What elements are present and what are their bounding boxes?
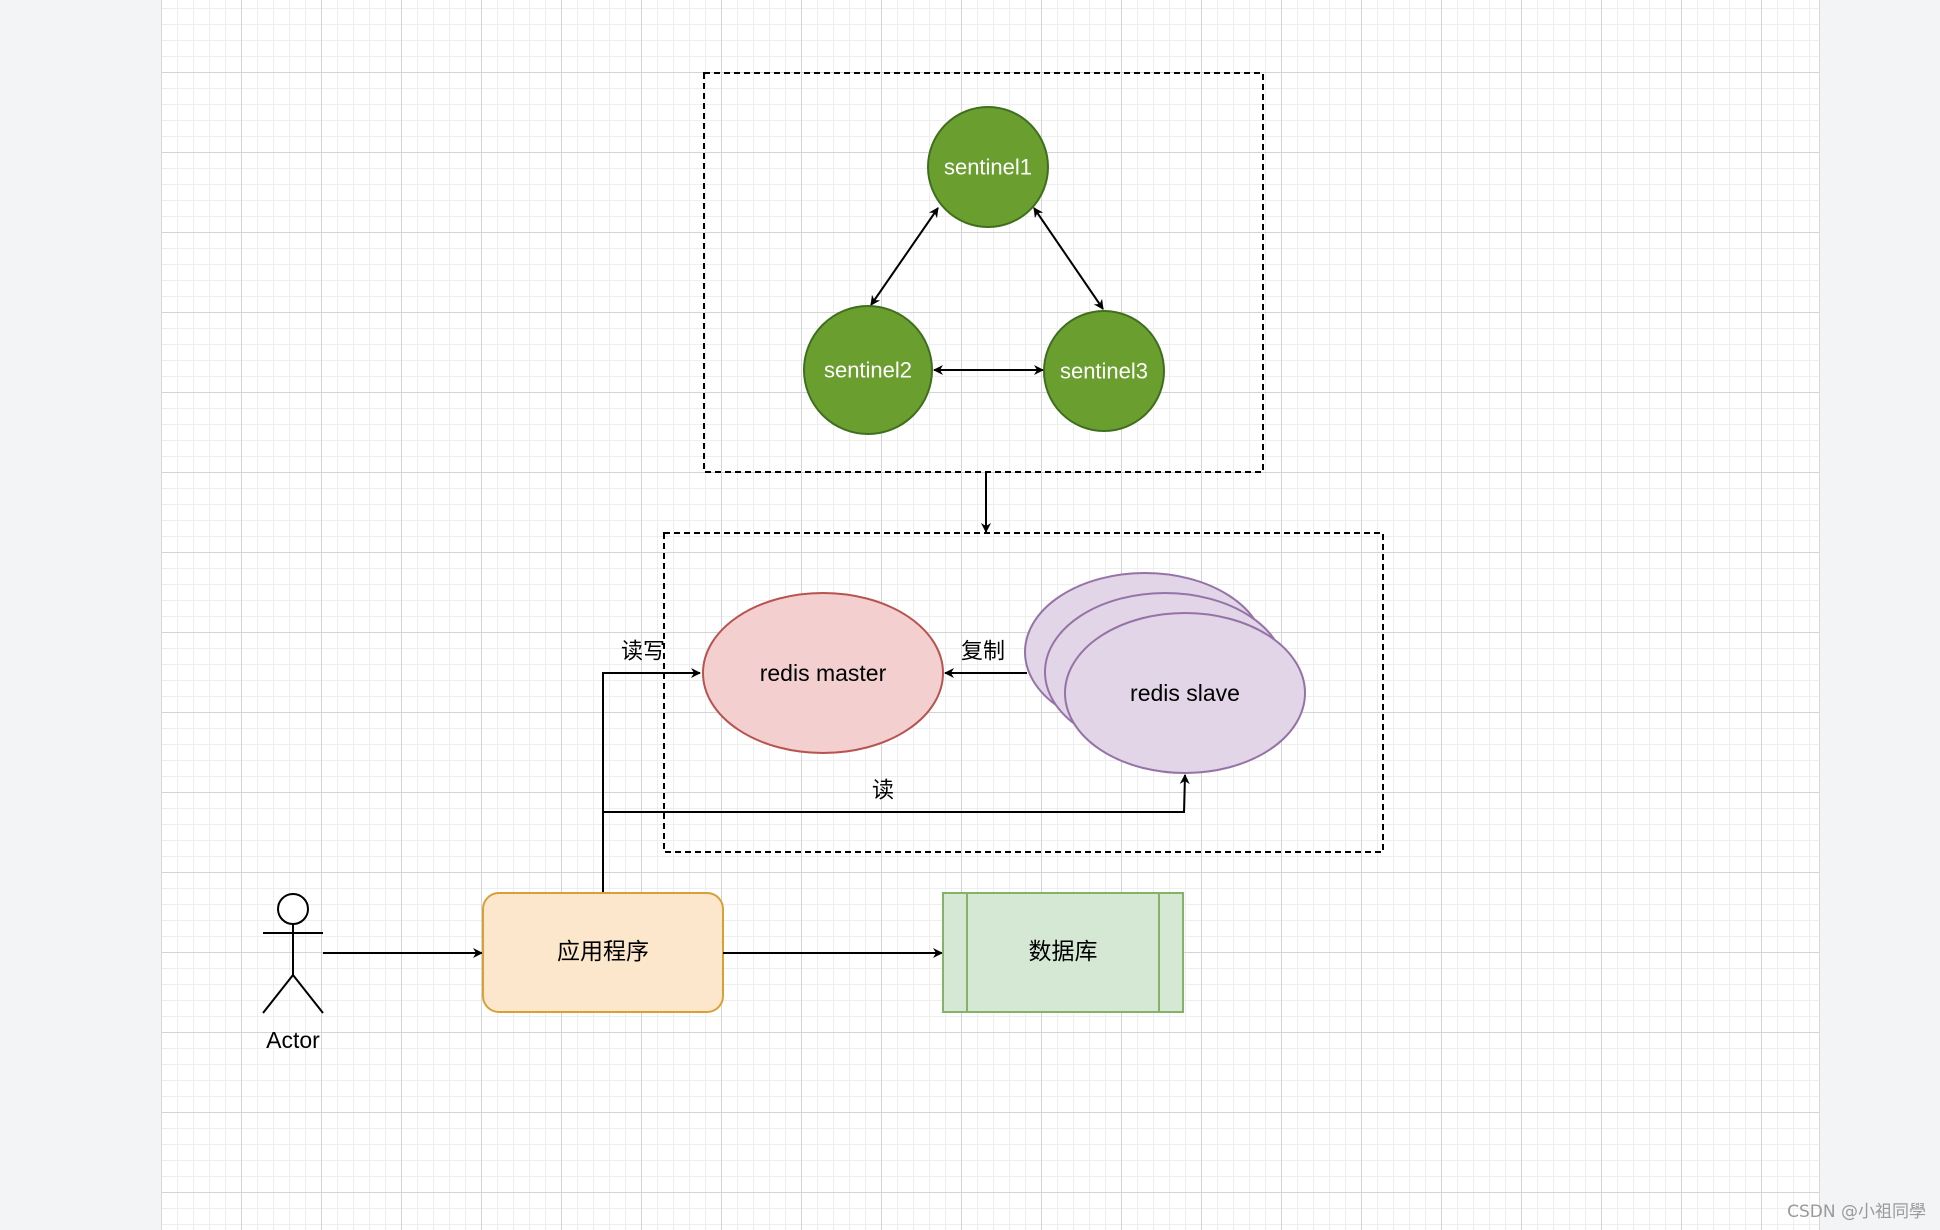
actor-head <box>277 893 309 925</box>
actor-node[interactable]: Actor <box>262 893 324 1053</box>
sentinel2-label: sentinel2 <box>824 358 912 383</box>
redis-slave-label: redis slave <box>1130 680 1240 706</box>
sentinel1-label: sentinel1 <box>944 155 1032 180</box>
actor-label: Actor <box>266 1027 320 1053</box>
edge-read-label: 读 <box>872 779 894 804</box>
redis-slave-node[interactable]: redis slave <box>1024 572 1306 774</box>
edge-read-write-label: 读写 <box>621 640 665 665</box>
sentinel2-node[interactable]: sentinel2 <box>803 305 933 435</box>
sentinel3-label: sentinel3 <box>1060 359 1148 384</box>
edge-read-write[interactable] <box>602 668 701 892</box>
edge-sentinel1-sentinel2[interactable] <box>870 207 939 306</box>
application-label: 应用程序 <box>557 939 649 965</box>
redis-master-label: redis master <box>760 660 887 686</box>
watermark: CSDN @小祖同學 <box>1787 1202 1926 1222</box>
sentinel1-node[interactable]: sentinel1 <box>927 106 1049 228</box>
database-node[interactable]: 数据库 <box>942 892 1184 1013</box>
application-node[interactable]: 应用程序 <box>482 892 724 1013</box>
database-label: 数据库 <box>1029 939 1098 965</box>
redis-master-node[interactable]: redis master <box>702 592 944 754</box>
sentinel3-node[interactable]: sentinel3 <box>1043 310 1165 432</box>
edge-read[interactable] <box>603 774 1190 813</box>
edge-replicate-label: 复制 <box>961 640 1005 665</box>
edge-sentinel1-sentinel3[interactable] <box>1033 207 1104 310</box>
